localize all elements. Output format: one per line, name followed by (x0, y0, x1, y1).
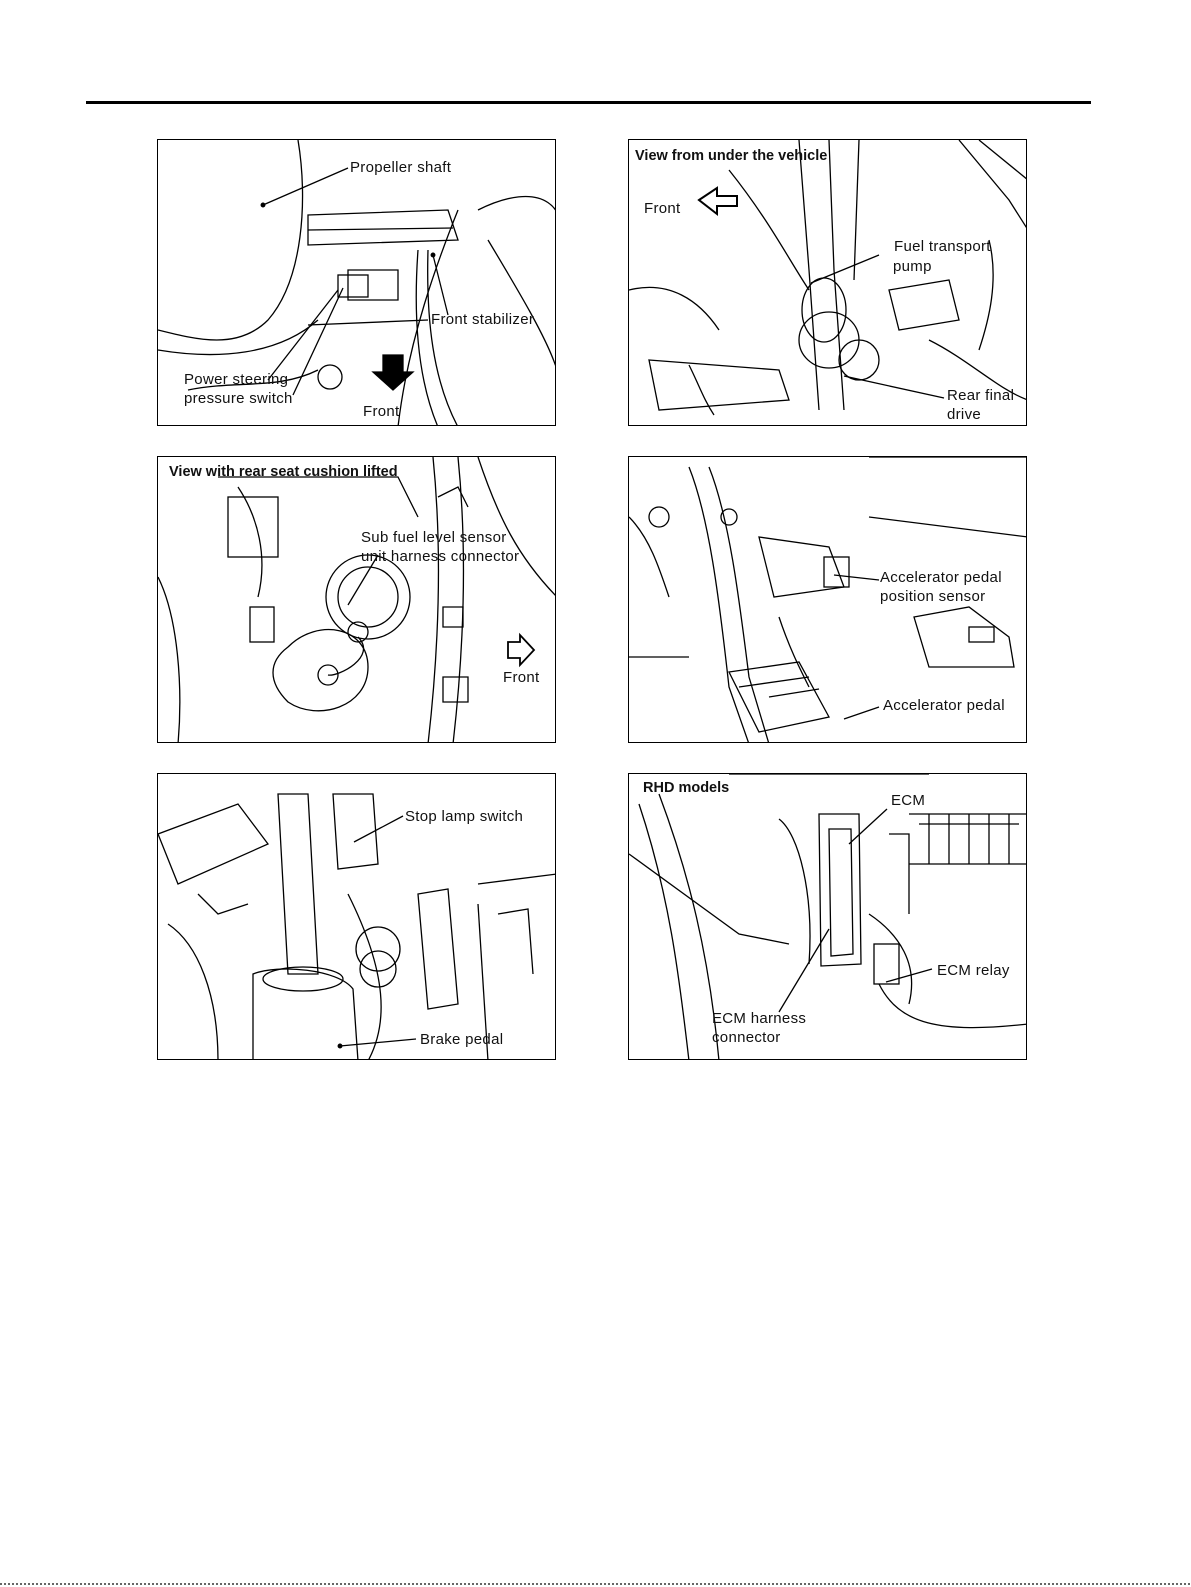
label-ps-switch-1: Power steering (184, 371, 289, 388)
label-ps-switch-2: pressure switch (184, 390, 293, 407)
label-propeller-shaft: Propeller shaft (350, 159, 452, 176)
illustration-drawing (158, 140, 555, 425)
illustration-drawing (629, 140, 1026, 416)
illustration-drawing (158, 457, 555, 742)
label-aps-2: position sensor (880, 588, 986, 605)
illustration-drawing (629, 457, 1026, 742)
label-ecm-relay: ECM relay (937, 962, 1010, 979)
figure-propeller-shaft: Propeller shaft Front stabilizer Power s… (157, 139, 556, 426)
label-brake-pedal: Brake pedal (420, 1031, 504, 1048)
figure-under-vehicle: View from under the vehicle Front Fuel t… (628, 139, 1027, 426)
label-stop-lamp-switch: Stop lamp switch (405, 808, 524, 825)
figure-brake: Stop lamp switch Brake pedal (157, 773, 556, 1060)
label-front-direction: Front (363, 403, 400, 420)
figure-ecm: RHD models ECM ECM relay ECM harness con… (628, 773, 1027, 1060)
footer-dash-border (0, 1583, 1191, 1585)
label-front-direction: Front (644, 200, 681, 217)
label-sensor-1: Sub fuel level sensor (361, 529, 507, 546)
label-fuel-pump-2: pump (893, 258, 932, 275)
label-accelerator-pedal: Accelerator pedal (883, 697, 1005, 714)
label-front-direction: Front (503, 669, 540, 686)
label-rear-drive-2: drive (947, 406, 982, 423)
label-rear-drive-1: Rear final (947, 387, 1015, 404)
illustration-drawing (158, 793, 555, 1059)
label-ecm-harness-2: connector (712, 1029, 781, 1046)
figure-rear-seat: View with rear seat cushion lifted Sub f… (157, 456, 556, 743)
label-sensor-2: unit harness connector (361, 548, 520, 565)
illustration-drawing (629, 774, 1026, 1059)
label-aps-1: Accelerator pedal (880, 569, 1002, 586)
label-ecm: ECM (891, 792, 926, 809)
label-fuel-pump-1: Fuel transport (894, 238, 991, 255)
header-rule (86, 101, 1091, 104)
panel-title: View with rear seat cushion lifted (169, 464, 398, 480)
label-front-stabilizer: Front stabilizer (431, 311, 535, 328)
panel-title: View from under the vehicle (635, 148, 828, 164)
panel-title: RHD models (643, 780, 730, 796)
figure-accelerator: Accelerator pedal position sensor Accele… (628, 456, 1027, 743)
label-ecm-harness-1: ECM harness (712, 1010, 807, 1027)
